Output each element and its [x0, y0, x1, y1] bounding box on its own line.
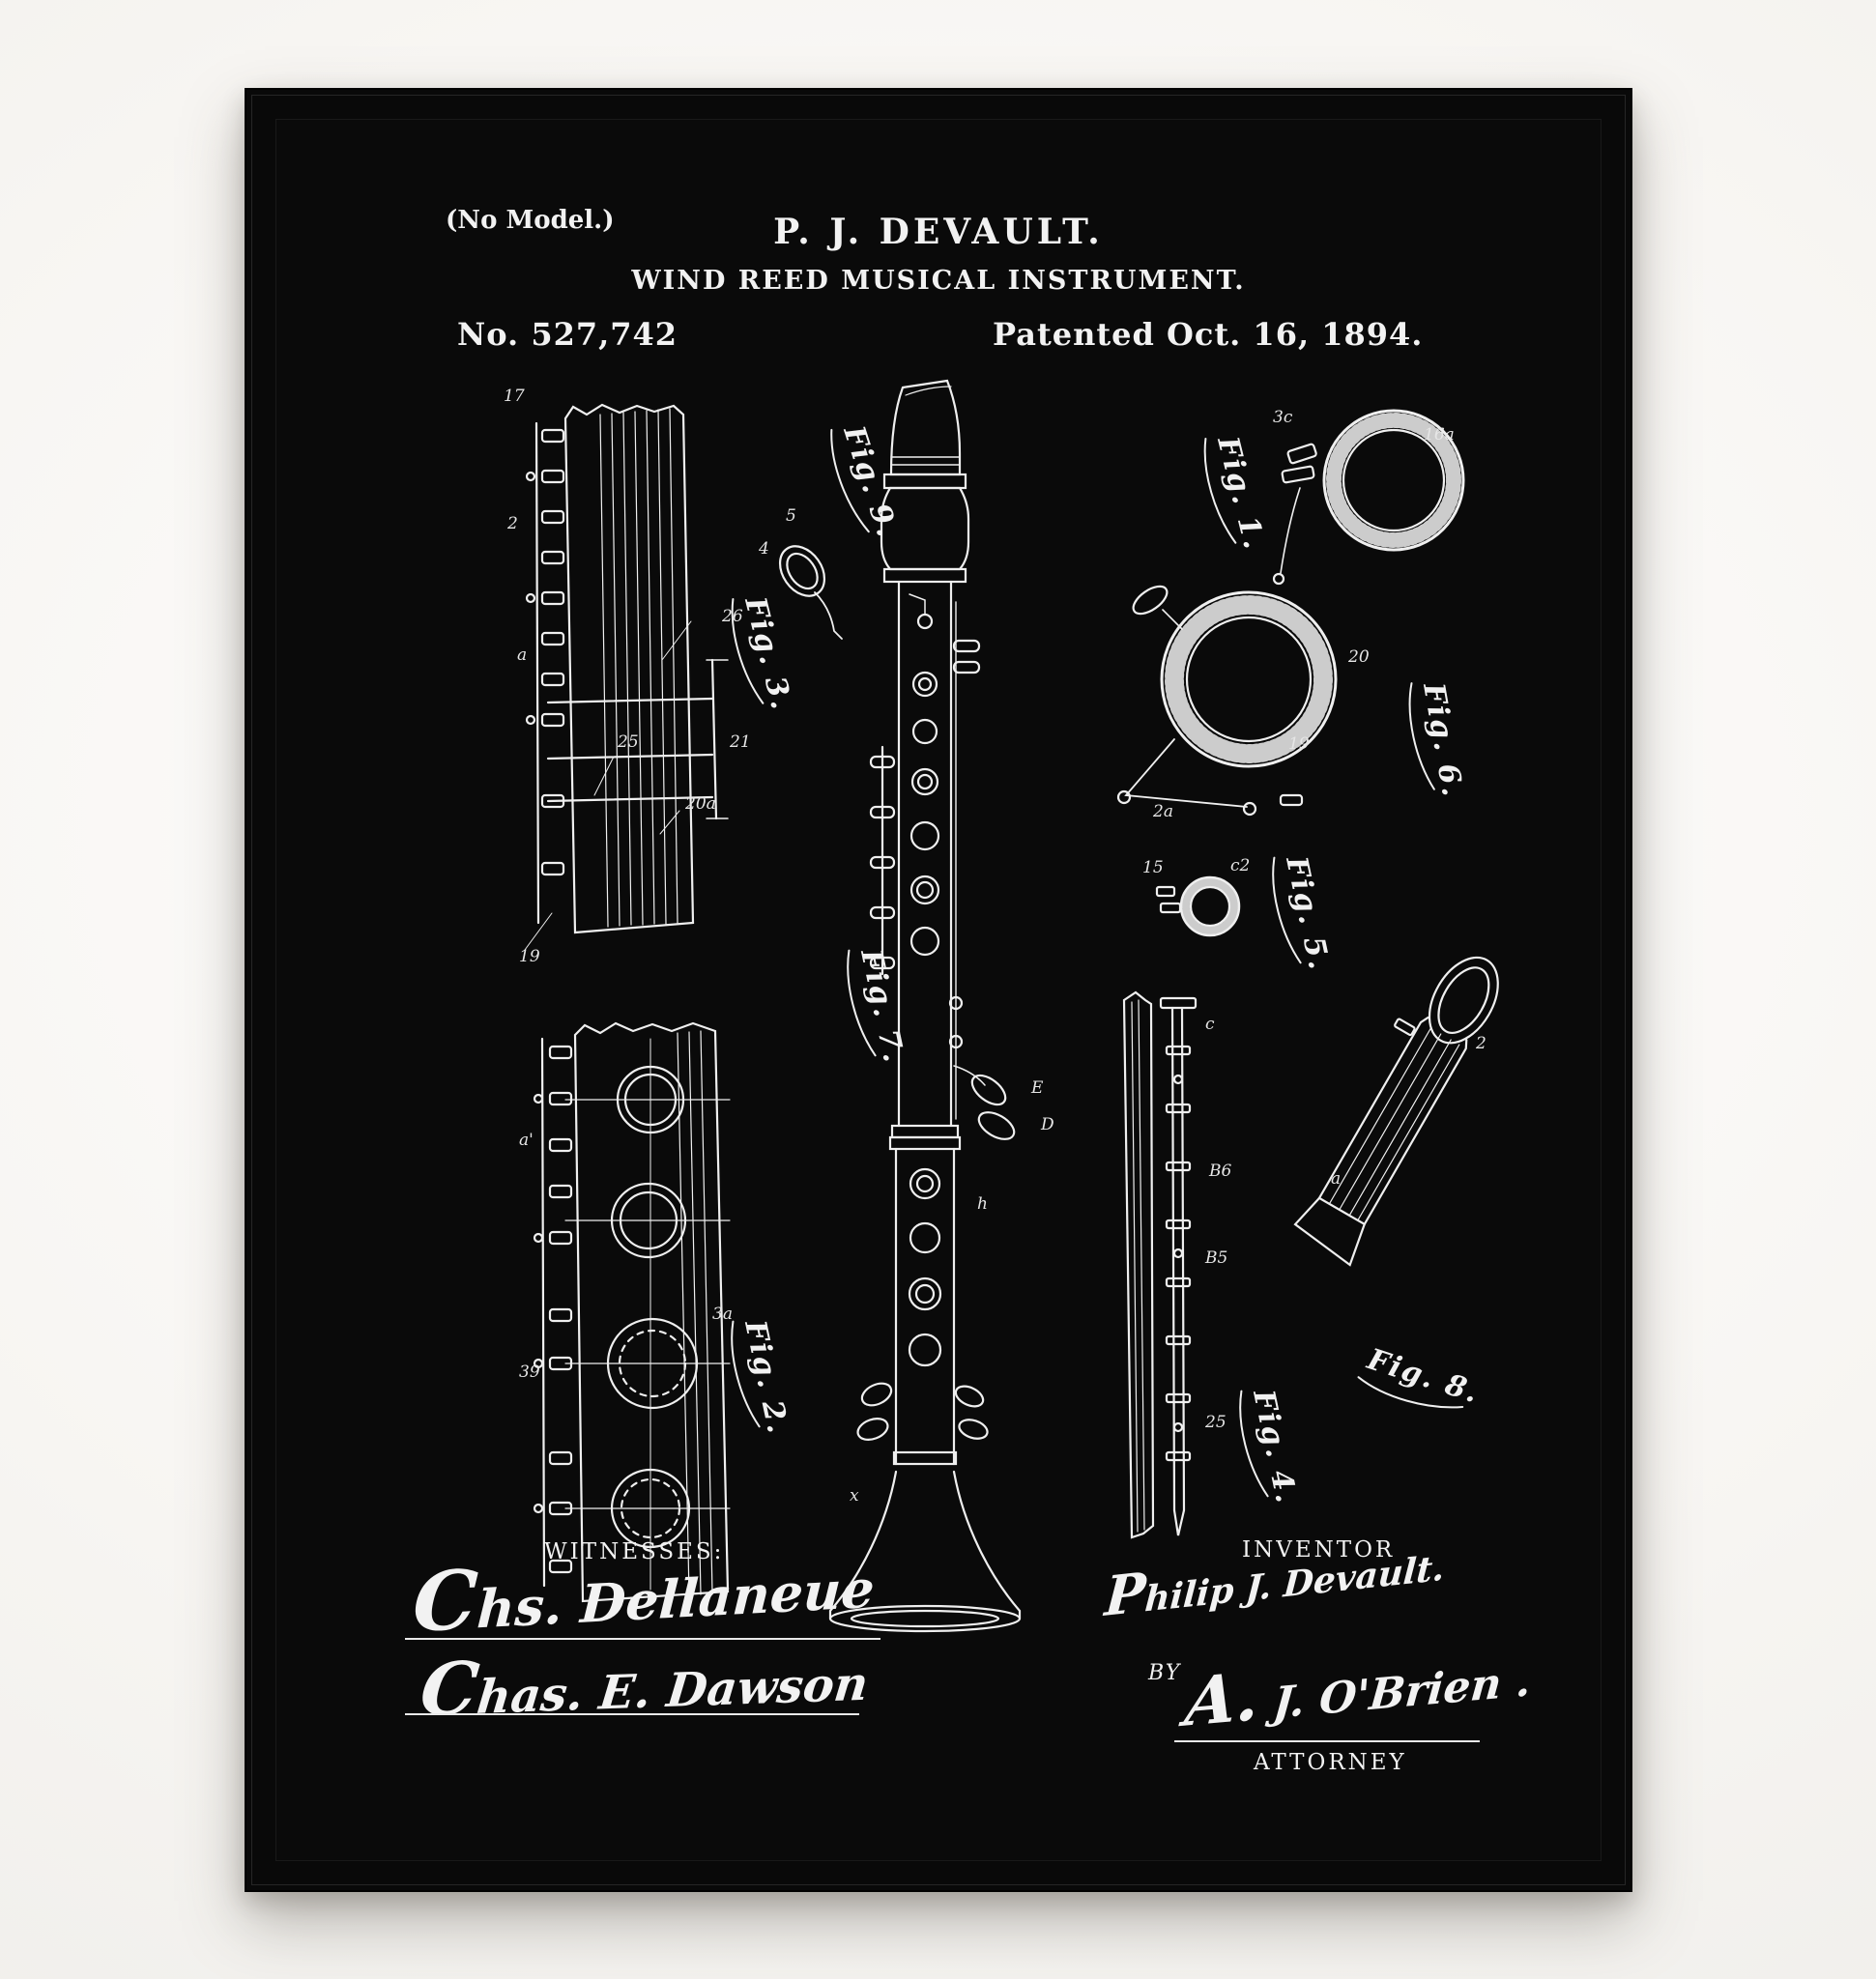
ref-numeral: h: [977, 1194, 988, 1214]
ref-numeral: x: [850, 1486, 859, 1506]
picture-frame: (No Model.) P. J. DEVAULT. WIND REED MUS…: [245, 88, 1632, 1892]
fig4-label: Fig. 4.: [1246, 1386, 1303, 1507]
ref-numeral: 2: [1475, 1034, 1486, 1053]
patent-print-poster: (No Model.) P. J. DEVAULT. WIND REED MUS…: [275, 119, 1602, 1861]
ref-numeral: 5: [786, 506, 796, 526]
fig6-ring-detail: [1118, 581, 1336, 815]
fig3-sectional-view: [525, 405, 728, 950]
fig8-mouthpiece-detail: [1280, 936, 1516, 1265]
ref-numeral: 26: [721, 607, 743, 626]
ref-numeral: c2: [1230, 856, 1250, 875]
ref-numeral: a': [519, 1131, 534, 1150]
fig3-label: Fig. 3.: [737, 592, 798, 714]
fig9-label: Fig. 9.: [836, 421, 905, 543]
ref-numeral: D: [1040, 1115, 1054, 1134]
ref-numeral: 19: [519, 947, 540, 966]
fig9-key-detail: [771, 538, 842, 639]
witness-signature-rule-2: [405, 1713, 859, 1715]
ref-numeral: a: [517, 645, 527, 665]
fig6-label: Fig. 6.: [1416, 679, 1469, 800]
fig5-label: Fig. 5.: [1279, 852, 1336, 974]
ref-numeral: a: [1331, 1169, 1341, 1189]
ref-numeral: 20a: [684, 794, 716, 814]
ref-numeral: 15: [1142, 858, 1164, 877]
ref-numeral: 39: [519, 1362, 540, 1382]
ref-numeral: 16a: [1424, 425, 1455, 445]
ref-numeral: 20: [1347, 647, 1370, 667]
figure-labels: Fig. 1. Fig. 2. Fig. 3. Fig. 4. Fig. 5. …: [726, 418, 1485, 1510]
fig5-small-ring-detail: [1157, 877, 1239, 935]
ref-numeral: 2a: [1152, 802, 1173, 821]
ref-numeral: 19: [1288, 734, 1310, 754]
ref-numeral: B6: [1208, 1162, 1231, 1181]
ref-numeral: E: [1030, 1078, 1044, 1098]
by-label: BY: [1148, 1661, 1181, 1685]
fig7-label: Fig. 7.: [853, 945, 910, 1067]
ref-numeral: c: [1205, 1015, 1215, 1034]
ref-numeral: 25: [1204, 1413, 1227, 1432]
attorney-label: ATTORNEY: [1254, 1750, 1407, 1775]
ref-numeral: 4: [758, 539, 769, 559]
fig2-sectional-view: [534, 1023, 730, 1601]
ref-numeral: 25: [617, 732, 639, 752]
reference-numerals: 17 2 26 25 21 20a 19 a 3c 16a 20 19 2a 1…: [504, 387, 1486, 1506]
fig8-label: Fig. 8.: [1363, 1342, 1485, 1411]
witness-signature-2: Chas. E. Dawson: [417, 1631, 874, 1733]
ref-numeral: 21: [729, 732, 751, 752]
attorney-signature-rule: [1174, 1740, 1480, 1742]
ref-numeral: 2: [506, 514, 518, 533]
clarinet-front-view: [830, 381, 1020, 1631]
fig1-label: Fig. 1.: [1210, 432, 1271, 554]
fig2-label: Fig. 2.: [737, 1316, 794, 1438]
ref-numeral: B5: [1204, 1248, 1227, 1268]
ref-numeral: 3a: [712, 1305, 733, 1324]
ref-numeral: 3c: [1273, 408, 1293, 427]
fig4-rod-view: [1124, 992, 1196, 1537]
ref-numeral: 17: [504, 387, 525, 406]
